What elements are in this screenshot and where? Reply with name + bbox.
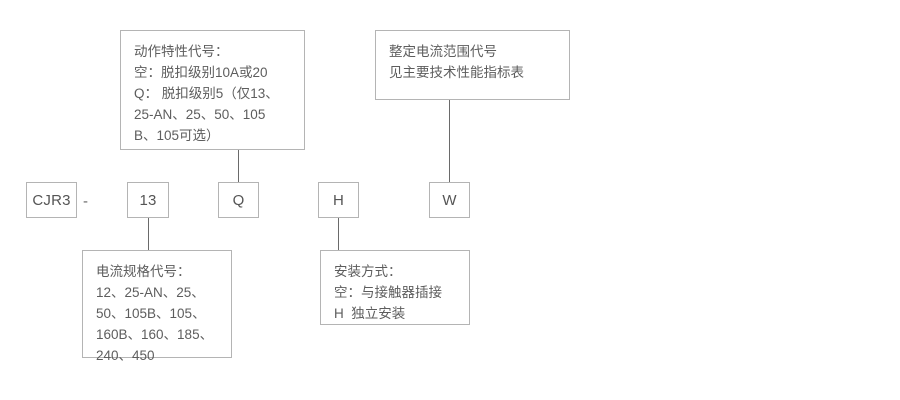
code-box-action-characteristic-code: Q [218, 182, 259, 218]
code-separator-dash: - [83, 193, 88, 210]
note-box-mounting-type: 安装方式： 空：与接触器插接 H 独立安装 [320, 250, 470, 325]
note-line: 整定电流范围代号 [389, 44, 497, 59]
note-line: 空：脱扣级别10A或20 [134, 65, 268, 80]
connector-current-rating [148, 218, 149, 250]
code-box-series-code: CJR3 [26, 182, 77, 218]
note-line: 25-AN、25、50、105 [134, 107, 266, 122]
note-box-current-rating: 电流规格代号： 12、25-AN、25、 50、105B、105、 160B、1… [82, 250, 232, 363]
code-label: CJR3 [32, 191, 71, 209]
code-box-mounting-type-code: H [318, 182, 359, 218]
connector-current-range [449, 100, 450, 182]
code-box-current-range-code: W [429, 182, 470, 218]
note-line: 动作特性代号： [134, 44, 229, 59]
note-line: 12、25-AN、25、 [96, 285, 205, 300]
connector-action-characteristic [238, 150, 239, 182]
note-line: 见主要技术性能指标表 [389, 65, 524, 80]
connector-mounting-type [338, 218, 339, 250]
code-label: 13 [139, 191, 157, 209]
note-box-action-characteristic: 动作特性代号： 空：脱扣级别10A或20 Q： 脱扣级别5（仅13、 25-AN… [120, 30, 305, 150]
code-box-current-rating-code: 13 [127, 182, 169, 218]
note-line: 安装方式： [334, 264, 402, 279]
note-line: 160B、160、185、 [96, 327, 214, 342]
note-box-current-range: 整定电流范围代号 见主要技术性能指标表 [375, 30, 570, 100]
code-label: Q [232, 191, 245, 209]
note-line: 空：与接触器插接 [334, 285, 442, 300]
note-line: B、105可选） [134, 128, 220, 143]
note-line: 240、450 [96, 348, 155, 363]
note-line: Q： 脱扣级别5（仅13、 [134, 86, 279, 101]
code-label: W [442, 191, 457, 209]
note-line: 电流规格代号： [96, 264, 191, 279]
note-line: H 独立安装 [334, 306, 406, 321]
code-label: H [332, 191, 345, 209]
note-line: 50、105B、105、 [96, 306, 206, 321]
